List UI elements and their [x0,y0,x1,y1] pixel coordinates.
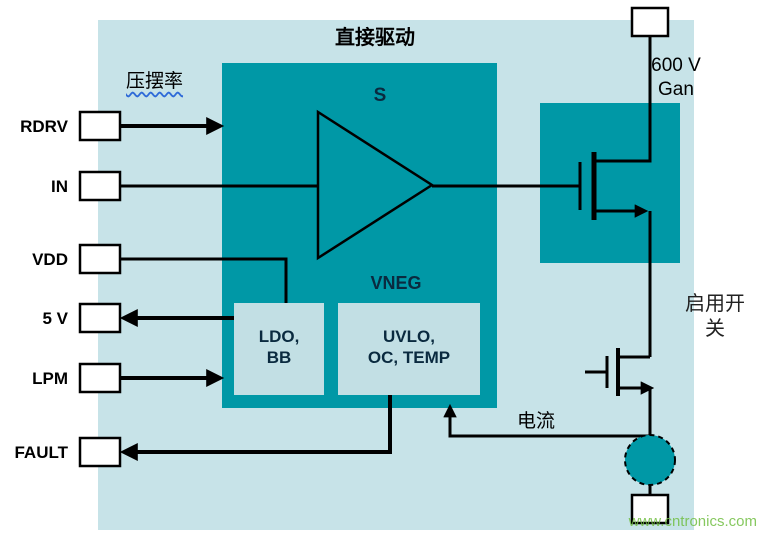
uvlo-line1: UVLO, [383,327,435,346]
pin-box-lpm [78,362,122,394]
uvlo-line2: OC, TEMP [367,348,451,368]
pin-label-in: IN [51,177,68,196]
gan-fet-drain-wire [594,36,652,163]
pin-label-rdrv: RDRV [20,117,68,136]
pin-box-rdrv [78,110,122,142]
enable-switch-line2: 关 [705,318,725,340]
pin-label-5v: 5 V [42,309,68,328]
drain-terminal-box [630,6,670,38]
source-terminal-box [630,493,670,525]
fault-arrow [119,395,392,461]
vneg-label: VNEG [370,273,422,293]
ldo-bb-line2: BB [266,348,292,368]
pin-label-lpm: LPM [32,369,68,388]
pin-label-vdd: VDD [32,250,68,269]
pin-box-fault [78,436,122,468]
ldo-bb-label: LDO, BB [234,326,324,369]
ldo-bb-line1: LDO, [258,327,300,346]
current-sense-circle [624,434,676,486]
slew-rate-label: 压摆率 [126,71,184,92]
enable-switch-line1: 启用开 [685,293,745,315]
vdd-wire [120,257,288,303]
watermark-text: www.cntronics.com [628,513,757,530]
gan-label-line2: Gan [658,78,694,100]
supply-s-label: S [373,85,387,106]
enable-switch-label: 启用开 关 [684,292,746,342]
current-label: 电流 [516,411,555,432]
gan-fet-block [540,103,680,263]
pin-box-in [78,170,122,202]
uvlo-oc-temp-box [338,303,480,395]
pin-box-5v [78,302,122,334]
pin-label-fault: FAULT [14,443,68,462]
ldo-bb-box [234,303,324,395]
diagram-title: 直接驱动 [335,27,415,49]
gan-device-label: 600 V Gan [634,54,718,102]
uvlo-oc-temp-label: UVLO, OC, TEMP [338,326,480,369]
current-sense-arrow [443,403,650,438]
gan-label-line1: 600 V [651,55,701,76]
pin-box-vdd [78,243,122,275]
